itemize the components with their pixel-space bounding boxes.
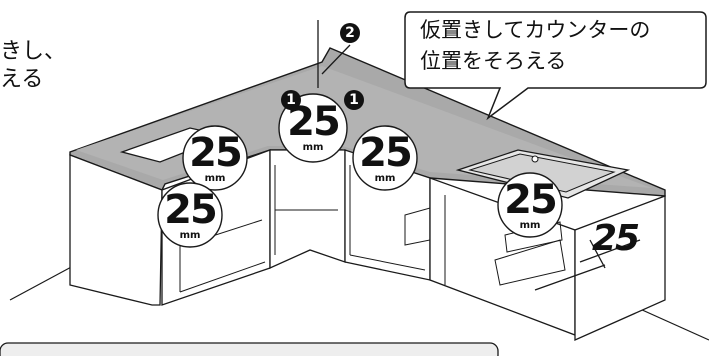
- marker-1-right: 1: [344, 90, 364, 110]
- marker-2: 2: [340, 23, 360, 43]
- callout-line-1: 仮置きしてカウンターの: [420, 18, 651, 42]
- marker-2-pointer: [317, 20, 351, 88]
- dimension-label: 25: [592, 218, 640, 259]
- badge-unit: mm: [179, 230, 201, 241]
- badge-value: 25: [189, 130, 243, 176]
- badge-circles: [157, 93, 563, 248]
- badge-value: 25: [359, 130, 413, 176]
- badge-unit: mm: [302, 142, 324, 153]
- left-instruction-line-2: える: [0, 67, 44, 92]
- callout-text: 仮置きしてカウンターの 位置をそろえる: [420, 15, 650, 77]
- badge-unit: mm: [519, 220, 541, 231]
- callout-line-2: 位置をそろえる: [420, 49, 567, 73]
- badge-value: 25: [287, 99, 341, 145]
- dimension-lines: [534, 239, 641, 291]
- footer-note-box: [0, 342, 499, 356]
- marker-1-left: 1: [281, 90, 301, 110]
- badge-unit: mm: [204, 173, 226, 184]
- badge-value: 25: [504, 177, 558, 223]
- badge-unit: mm: [374, 173, 396, 184]
- badge-value: 25: [164, 187, 218, 233]
- left-instruction-line-1: きし、: [0, 39, 67, 64]
- speech-bubble: [404, 11, 707, 121]
